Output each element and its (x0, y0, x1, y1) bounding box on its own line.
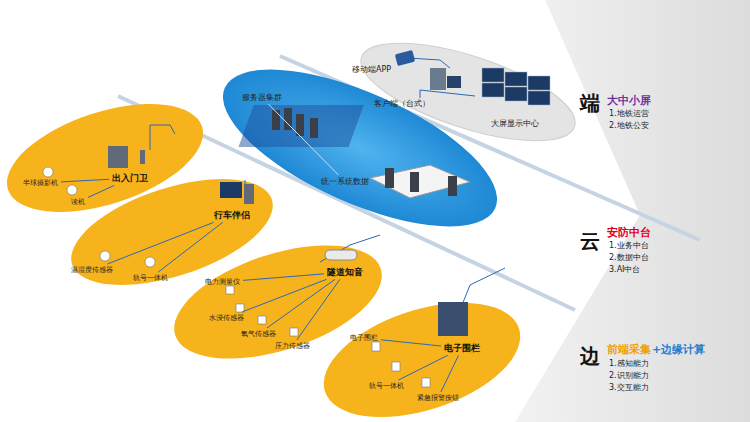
node-text: 行车伴侣 (214, 210, 250, 220)
node-text: 出入门卫 (112, 173, 148, 183)
wire-connector (399, 355, 448, 380)
node-text: 电力测量仪 (205, 278, 240, 286)
node-text: 半球摄影机 (23, 179, 58, 187)
device-label: 移动端APP (350, 64, 393, 75)
wire-connector (88, 185, 114, 197)
node-text: 服务器集群 (242, 93, 282, 102)
device-label: 温湿度传感器 (69, 265, 115, 275)
node-text: 氧气传感器 (241, 330, 276, 338)
wire-connector (269, 104, 339, 175)
device-label: 行车伴侣 (212, 209, 252, 221)
device-label: 读机 (69, 197, 87, 207)
tier-label: 3.AI中台 (609, 264, 640, 275)
device-label: 服务器集群 (240, 92, 284, 103)
device-label: 水浸传感器 (207, 313, 246, 323)
tier-label: 1.地铁运营 (609, 108, 649, 119)
node-text: 电子围栏 (444, 343, 480, 353)
node-text: 温湿度传感器 (71, 266, 113, 274)
tier-label: 2.地铁公安 (609, 120, 649, 131)
tier-label: +边缘计算 (652, 342, 705, 357)
wire-connector (242, 279, 326, 312)
node-text: 读机 (71, 198, 85, 206)
tier-label: 边 (580, 343, 600, 370)
node-text: 隧道知音 (327, 267, 363, 277)
device-label: 客户端（台式） (372, 98, 432, 109)
node-text: 大屏显示中心 (491, 119, 539, 128)
device-label: 电子围栏 (442, 342, 482, 354)
device-label: 隧道知音 (325, 266, 365, 278)
device-label: 大屏显示中心 (489, 118, 541, 129)
wire-connector (267, 279, 335, 328)
node-text: 客户端（台式） (374, 99, 430, 108)
tier-label: 2.数据中台 (609, 252, 649, 263)
tier-label: 前端采集 (607, 342, 651, 357)
wire-connector (381, 340, 441, 346)
wire-connector (61, 179, 109, 182)
wire-connector (158, 222, 222, 272)
tier-label: 云 (580, 228, 600, 255)
node-text: 压力传感器 (275, 342, 310, 350)
node-text: 轨号一体机 (369, 382, 404, 390)
tier-label: 大中小屏 (607, 93, 651, 108)
device-label: 半球摄影机 (21, 178, 60, 188)
node-text: 紧急报警按钮 (417, 394, 459, 402)
tier-label: 端 (580, 90, 600, 117)
wire-connector (297, 279, 340, 340)
device-label: 电力测量仪 (203, 277, 242, 287)
node-text: 水浸传感器 (209, 314, 244, 322)
wire-connector (441, 355, 459, 392)
device-label: 氧气传感器 (239, 329, 278, 339)
node-text: 电子围栏 (350, 334, 378, 342)
device-label: 出入门卫 (110, 172, 150, 184)
tier-label: 1.业务中台 (609, 240, 649, 251)
wire-connector (243, 274, 324, 281)
node-text: 统一系统数据 (321, 177, 369, 186)
device-label: 统一系统数据 (319, 176, 371, 187)
device-label: 压力传感器 (273, 341, 312, 351)
node-text: 轨号一体机 (133, 274, 168, 282)
device-label: 轨号一体机 (131, 273, 170, 283)
tier-label: 1.感知能力 (609, 358, 649, 369)
node-text: 移动端APP (352, 65, 391, 74)
device-label: 紧急报警按钮 (415, 393, 461, 403)
tier-label: 2.识别能力 (609, 370, 649, 381)
wire-connector (107, 222, 213, 264)
tier-label: 安防中台 (607, 225, 651, 240)
device-label: 轨号一体机 (367, 381, 406, 391)
tier-label: 3.交互能力 (609, 382, 649, 393)
device-label: 电子围栏 (348, 333, 380, 343)
